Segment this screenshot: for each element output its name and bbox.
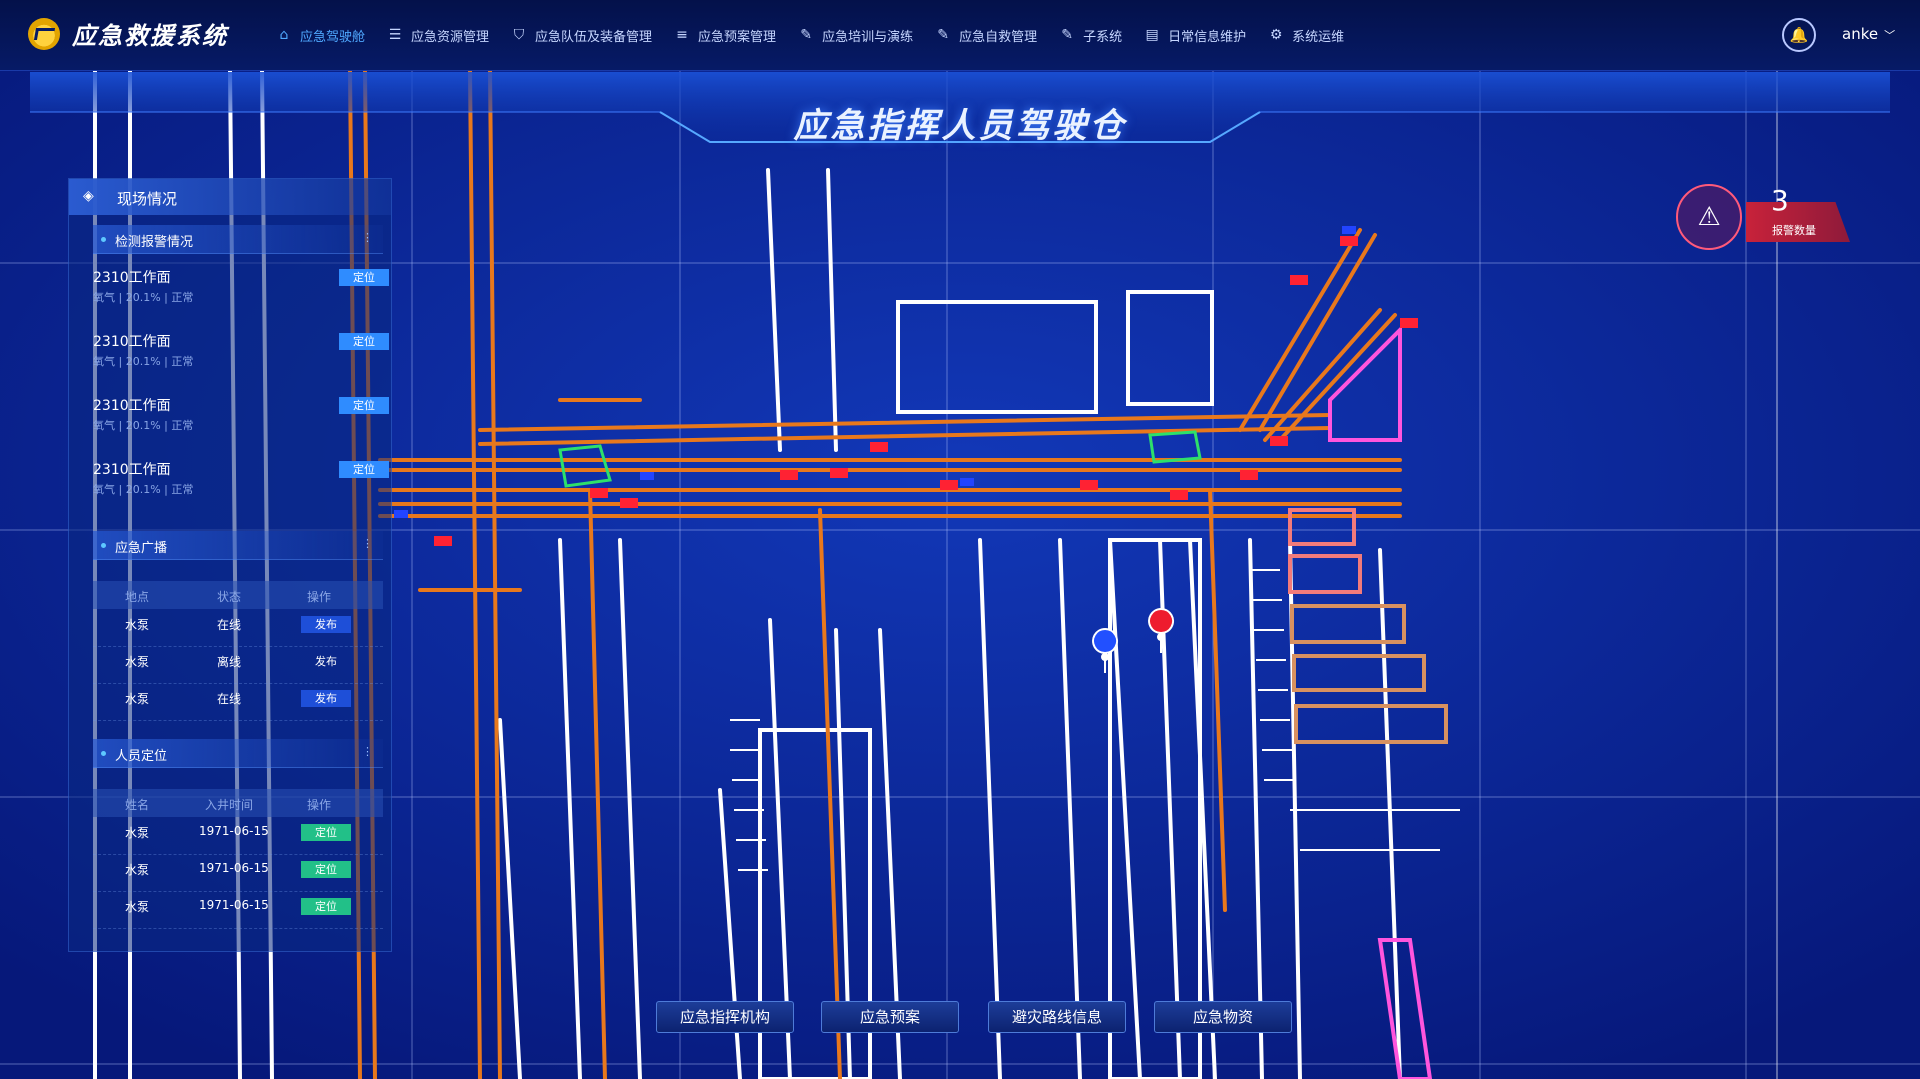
table-row: 水泵 在线 发布 [93, 609, 383, 647]
locate-button[interactable]: 定位 [301, 861, 351, 878]
table-row: 水泵 1971-06-15 定位 [93, 891, 383, 929]
banner-title: 应急指挥人员驾驶仓 [793, 106, 1127, 146]
nav-item-self-rescue[interactable]: ✎ 应急自救管理 [935, 26, 1037, 45]
personnel-table-header: 姓名 入井时间 操作 [93, 789, 383, 817]
clipboard-icon: ▤ [1145, 27, 1159, 43]
broadcast-header: 应急广播 ⋮ [93, 531, 383, 560]
alarm-item: 2310工作面 氧气 | 20.1% | 正常 定位 [93, 259, 389, 319]
more-icon[interactable]: ⋮ [362, 745, 373, 758]
nav-item-training[interactable]: ✎ 应急培训与演练 [798, 26, 913, 45]
edit-icon: ✎ [937, 27, 949, 43]
bullet-icon [101, 751, 106, 756]
publish-button[interactable]: 发布 [301, 690, 351, 707]
notification-bell-icon[interactable]: 🔔 [1782, 18, 1816, 52]
broadcast-table-header: 地点 状态 操作 [93, 581, 383, 609]
evacuation-route-button[interactable]: 避灾路线信息 [988, 1001, 1126, 1033]
bullet-icon [101, 237, 106, 242]
list-icon: ☰ [388, 27, 402, 43]
panel-header: ◈ 现场情况 [69, 179, 391, 215]
alarm-count-label: 报警数量 [1772, 224, 1816, 237]
nav-item-subsystem[interactable]: ✎ 子系统 [1059, 26, 1122, 45]
alarm-item: 2310工作面 氧气 | 20.1% | 正常 定位 [93, 387, 389, 447]
command-org-button[interactable]: 应急指挥机构 [656, 1001, 794, 1033]
locate-button[interactable]: 定位 [339, 397, 389, 414]
banner-decoration [30, 72, 1890, 143]
map-location-pin[interactable] [1092, 628, 1119, 674]
alarm-siren-icon: ⚠ [1676, 184, 1742, 250]
app-title: 应急救援系统 [72, 22, 228, 50]
more-icon[interactable]: ⋮ [362, 231, 373, 244]
nav-item-teams-equipment[interactable]: ⛉ 应急队伍及装备管理 [511, 26, 652, 45]
app-logo-icon [28, 18, 60, 50]
nav-item-daily-info[interactable]: ▤ 日常信息维护 [1145, 27, 1247, 45]
emergency-plan-button[interactable]: 应急预案 [821, 1001, 959, 1033]
chevron-down-icon: ﹀ [1884, 29, 1896, 42]
table-row: 水泵 1971-06-15 定位 [93, 854, 383, 892]
locate-button[interactable]: 定位 [301, 898, 351, 915]
emergency-supplies-button[interactable]: 应急物资 [1154, 1001, 1292, 1033]
alarm-ribbon [1746, 202, 1850, 242]
nav-item-ops[interactable]: ⚙ 系统运维 [1269, 27, 1345, 45]
table-row: 水泵 1971-06-15 定位 [93, 817, 383, 855]
main-nav: ⌂ 应急驾驶舱 ☰ 应急资源管理 ⛉ 应急队伍及装备管理 ≡ 应急预案管理 ✎ … [276, 0, 1366, 70]
locate-button[interactable]: 定位 [339, 333, 389, 350]
bullet-icon [101, 543, 106, 548]
alarm-count-widget[interactable]: ⚠ 3 报警数量 [1676, 180, 1856, 260]
top-navigation-bar: 应急救援系统 ⌂ 应急驾驶舱 ☰ 应急资源管理 ⛉ 应急队伍及装备管理 ≡ 应急… [0, 0, 1920, 71]
user-menu[interactable]: anke﹀ [1842, 25, 1896, 43]
table-row: 水泵 在线 发布 [93, 683, 383, 721]
nav-item-resources[interactable]: ☰ 应急资源管理 [388, 27, 490, 45]
gear-icon: ⚙ [1269, 27, 1283, 43]
nav-item-cockpit[interactable]: ⌂ 应急驾驶舱 [276, 26, 365, 45]
edit-icon: ✎ [800, 27, 812, 43]
site-status-panel: ◈ 现场情况 检测报警情况 ⋮ 2310工作面 氧气 | 20.1% | 正常 … [68, 178, 392, 952]
publish-button[interactable]: 发布 [301, 616, 351, 633]
alarm-item: 2310工作面 氧气 | 20.1% | 正常 定位 [93, 323, 389, 383]
map-alarm-pin[interactable] [1148, 608, 1175, 654]
layers-icon: ◈ [83, 188, 94, 204]
locate-button[interactable]: 定位 [301, 824, 351, 841]
shield-icon: ⛉ [513, 27, 525, 43]
more-icon[interactable]: ⋮ [362, 537, 373, 550]
home-icon: ⌂ [279, 27, 289, 43]
alarm-item: 2310工作面 氧气 | 20.1% | 正常 定位 [93, 451, 389, 511]
edit-icon: ✎ [1061, 27, 1073, 43]
alarm-count: 3 [1771, 184, 1789, 217]
detection-alarm-header: 检测报警情况 ⋮ [93, 225, 383, 254]
publish-button[interactable]: 发布 [315, 655, 337, 668]
table-row: 水泵 离线 发布 [93, 646, 383, 684]
align-left-icon: ≡ [676, 27, 688, 43]
locate-button[interactable]: 定位 [339, 461, 389, 478]
nav-item-plans[interactable]: ≡ 应急预案管理 [674, 26, 776, 45]
personnel-header: 人员定位 ⋮ [93, 739, 383, 768]
locate-button[interactable]: 定位 [339, 269, 389, 286]
